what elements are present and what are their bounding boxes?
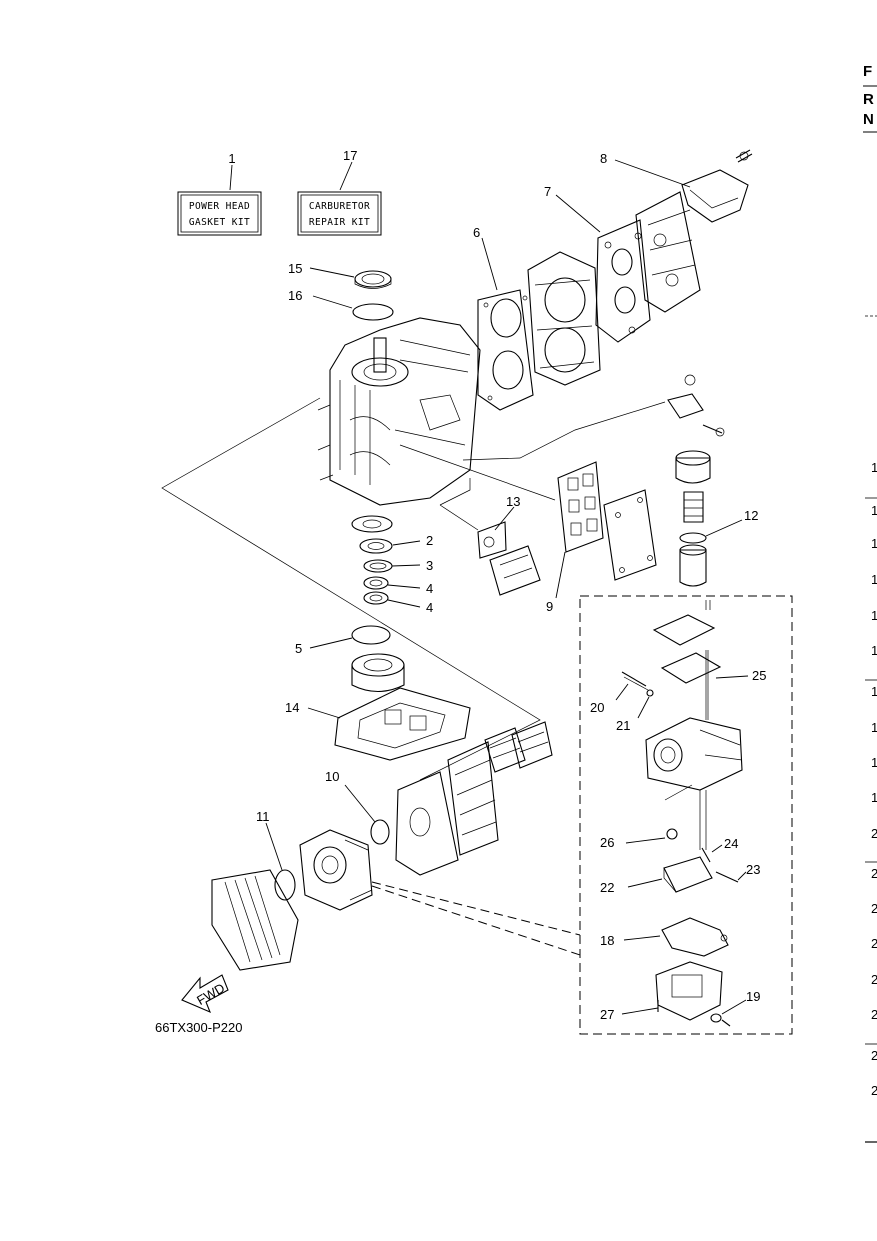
label-7: 7 [544,184,551,199]
label-14: 14 [285,700,299,715]
float-22 [663,856,713,893]
label-1: 1 [228,151,235,166]
intake-silencer [211,869,299,971]
carburetor-top-cover [652,600,722,720]
carburetor-illustration [299,829,373,911]
edge-number: 2 [871,826,877,841]
o-ring-10 [370,819,390,845]
edge-number: 1 [871,684,877,699]
edge-number: 2 [871,1083,877,1098]
power-head-gasket-kit-box: POWER HEAD GASKET KIT [177,191,262,236]
intake-manifold [395,741,499,876]
label-25: 25 [752,668,766,683]
label-20: 20 [590,700,604,715]
lower-seal-stack [351,515,393,605]
o-ring-16 [352,303,394,321]
reed-valve-assembly [484,721,553,773]
needle-24 [701,847,711,863]
carburetor-kit-inset [579,595,793,1035]
head-cover-gasket-7 [595,219,651,343]
cylinder-head-gasket-6 [477,289,534,411]
label-3: 3 [426,558,433,573]
label-22: 22 [600,880,614,895]
label-11: 11 [256,809,270,824]
label-27: 27 [600,1007,614,1022]
label-23: 23 [746,862,760,877]
power-head-kit-line2: GASKET KIT [189,217,250,228]
float-chamber-gasket-18 [661,917,729,957]
float-chamber [655,961,723,1021]
edge-number: 1 [871,790,877,805]
label-24: 24 [724,836,738,851]
edge-number: 1 [871,572,877,587]
reference-code: 66TX300-P220 [155,1020,242,1035]
edge-number: 2 [871,1007,877,1022]
edge-header-3: N [863,111,874,128]
carburetor-kit-line2: REPAIR KIT [309,217,370,228]
label-12: 12 [744,508,758,523]
label-17: 17 [343,148,357,163]
edge-number: 1 [871,536,877,551]
o-ring-12 [679,532,707,544]
pilot-screw-20 [621,671,649,691]
o-ring-21 [646,689,654,697]
edge-number: 2 [871,1048,877,1063]
o-ring-19 [710,1013,722,1023]
exhaust-cover-gasket-9 [557,461,604,553]
label-18: 18 [600,933,614,948]
forward-arrow-icon: FWD [181,974,229,1014]
label-19: 19 [746,989,760,1004]
edge-number: 1 [871,720,877,735]
label-9: 9 [546,599,553,614]
oil-seal-15 [354,270,392,289]
label-6: 6 [473,225,480,240]
edge-header-1: F [863,63,872,80]
edge-number: 2 [871,866,877,881]
base-gasket-14 [334,687,471,761]
exhaust-cover [603,489,657,581]
carburetor-body [645,717,743,791]
edge-number: 1 [871,503,877,518]
carburetor-kit-line1: CARBURETOR [309,201,370,212]
linkage-bracket [667,374,725,437]
fwd-label: FWD [194,980,227,1008]
edge-number: 1 [871,460,877,475]
label-13: 13 [506,494,520,509]
fuel-filter-assembly [675,450,711,587]
edge-number: 1 [871,643,877,658]
label-26: 26 [600,835,614,850]
power-head-kit-line1: POWER HEAD [189,201,250,212]
label-2: 2 [426,533,433,548]
edge-number: 1 [871,755,877,770]
lower-bearing-housing [351,653,405,693]
edge-number: 1 [871,608,877,623]
label-10: 10 [325,769,339,784]
thermostat-cover-8 [681,149,753,223]
edge-header-2: R [863,91,874,108]
o-ring-5 [351,625,391,645]
label-5: 5 [295,641,302,656]
cover-gasket-13 [477,521,541,596]
label-16: 16 [288,288,302,303]
cylinder-block-illustration [317,317,481,506]
label-4a: 4 [426,581,433,596]
float-pin-23 [715,871,739,883]
label-21: 21 [616,718,630,733]
adjacent-page-edge: F R N 1 1 1 1 1 1 1 1 1 1 2 2 2 2 2 2 2 … [863,63,877,1143]
label-8: 8 [600,151,607,166]
head-cover [635,191,701,313]
label-15: 15 [288,261,302,276]
carburetor-repair-kit-box: CARBURETOR REPAIR KIT [297,191,382,236]
o-ring-11 [274,869,296,901]
cylinder-head [527,251,601,386]
label-4b: 4 [426,600,433,615]
plug-26 [666,828,678,840]
edge-number: 2 [871,936,877,951]
edge-number: 2 [871,972,877,987]
edge-number: 2 [871,901,877,916]
